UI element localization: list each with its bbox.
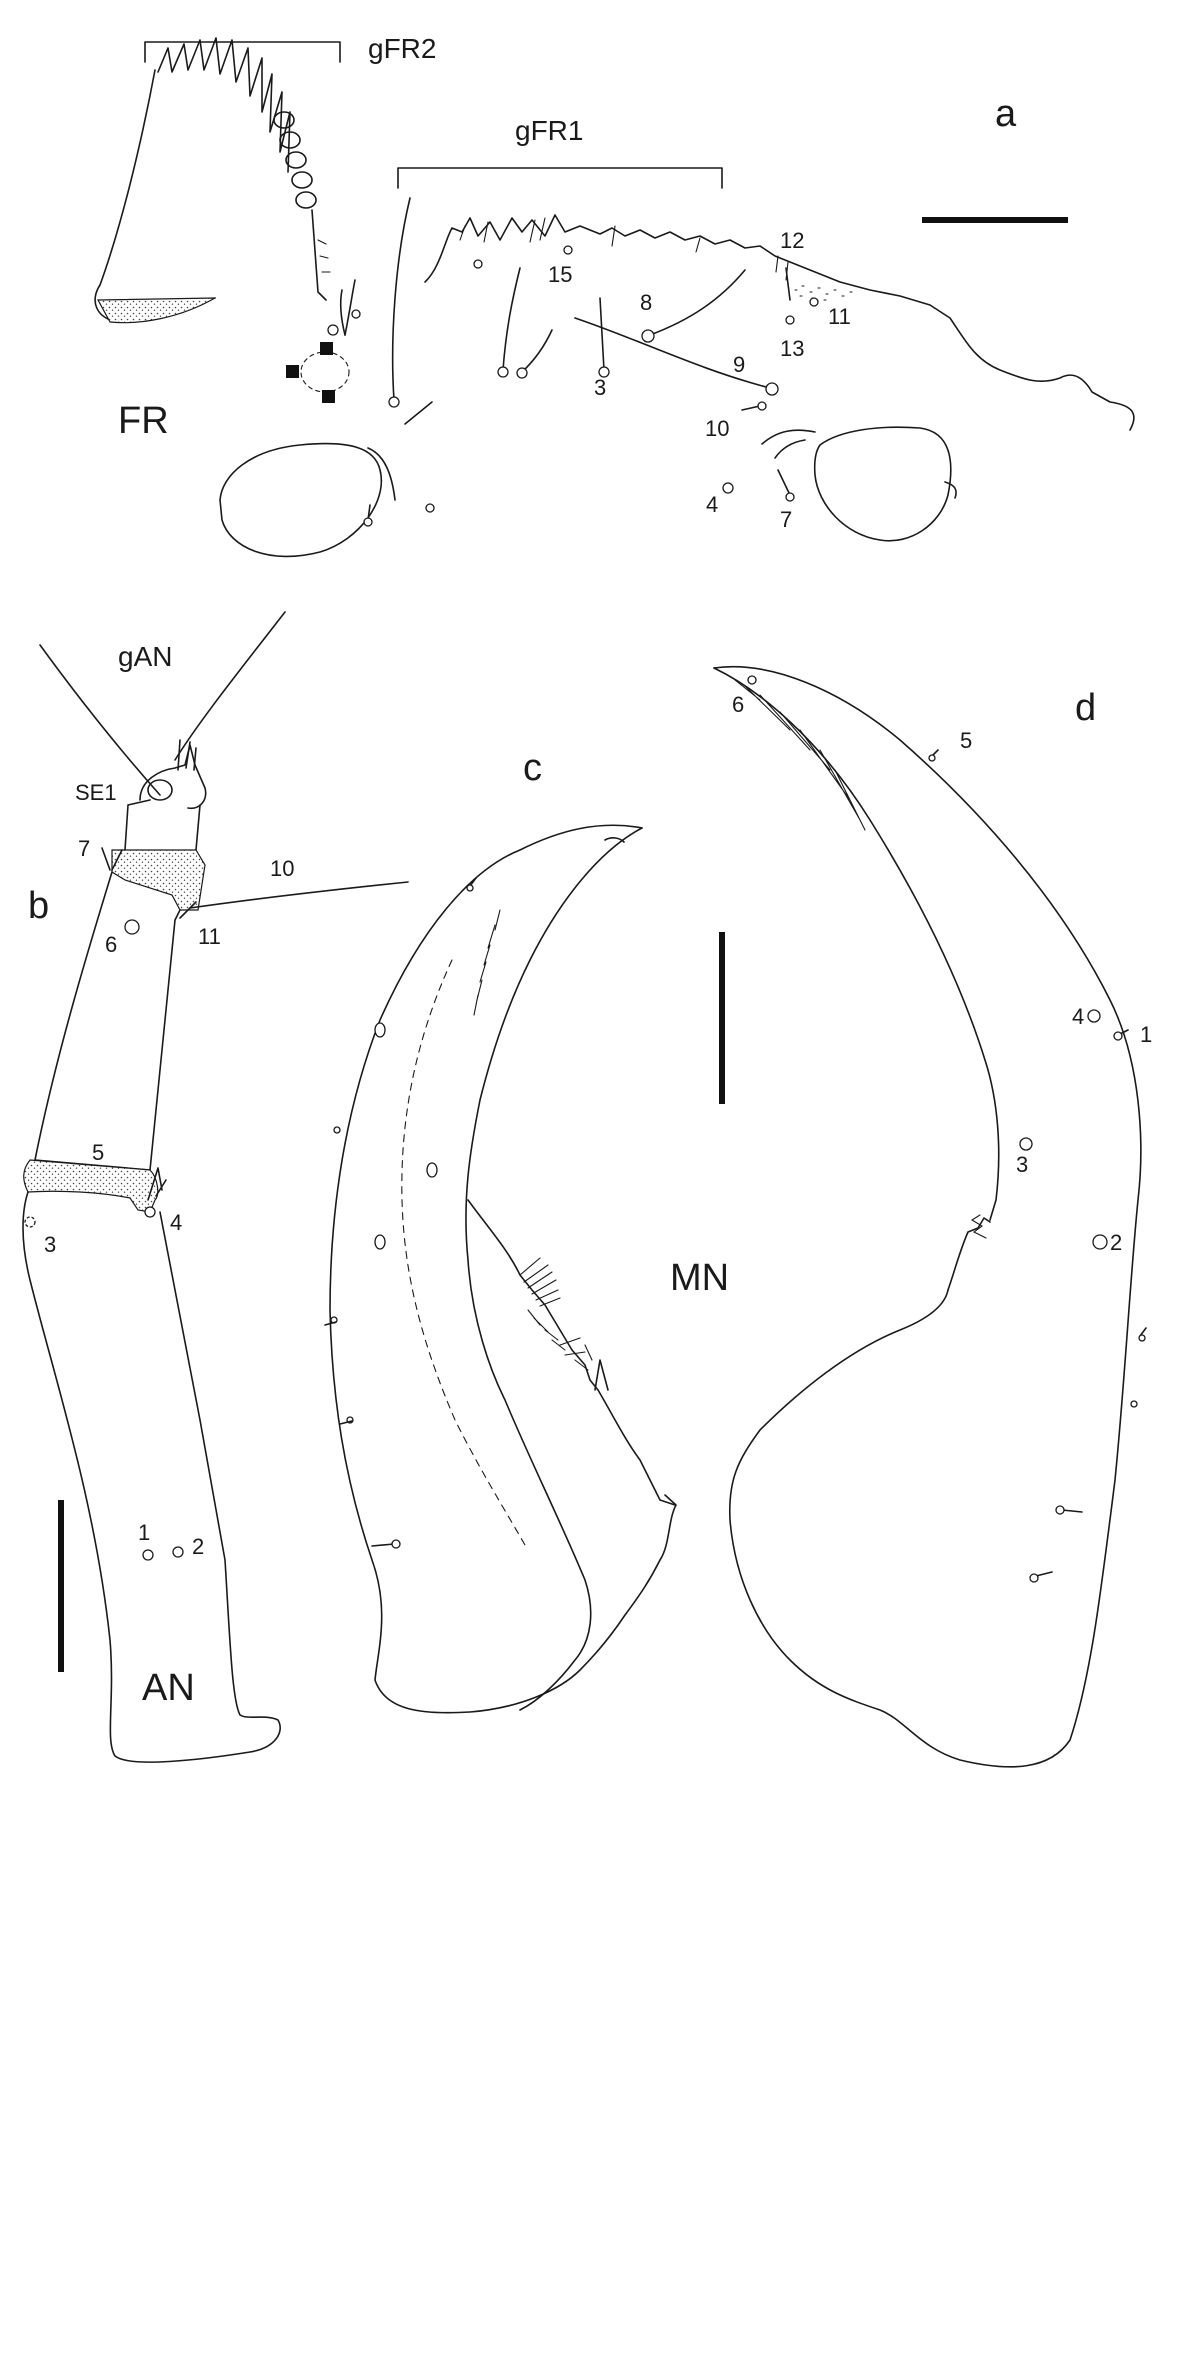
stippled-patch-left [96,297,216,324]
pore-13 [785,315,795,325]
label-fr: FR [118,400,169,442]
mandible-c-outline [329,824,677,1714]
label-a-seta-13: 13 [780,336,804,361]
label-a-seta-12: 12 [780,228,804,253]
label-a-seta-4: 4 [706,492,718,517]
mandible-d-incisor-hatch [734,679,866,831]
mandible-d-notch [970,1214,987,1239]
label-mn: MN [670,1257,729,1299]
mandible-c-seta-low [371,1543,395,1547]
label-gan: gAN [118,641,172,672]
label-b-seta-4: 4 [170,1210,182,1235]
pore-b-2 [172,1546,184,1558]
label-b-seta-11: 11 [198,924,221,949]
frons-margin [424,214,1135,431]
panel-a-frons: a gFR2 gFR1 FR 3 4 7 8 9 10 11 12 13 15 [94,33,1135,558]
label-se1: SE1 [75,780,117,805]
seta-12-line [785,267,791,301]
margin-spines [459,217,789,281]
pore-11 [809,297,819,307]
seta-long-left [391,197,411,401]
dot-cluster [794,285,853,301]
panel-c-letter: c [523,747,542,789]
seta-gan-right [174,611,286,761]
mandible-c-molar [467,1199,676,1506]
label-a-seta-7: 7 [780,507,792,532]
panel-b-antenna: b gAN SE1 AN 1 2 3 4 5 6 7 10 11 [22,611,409,1763]
label-a-seta-11: 11 [828,304,851,329]
label-d-seta-3: 3 [1016,1152,1028,1177]
label-gfr2: gFR2 [368,33,436,64]
pore-d-4 [1087,1009,1101,1023]
mandible-c-inner [465,827,643,1711]
label-d-seta-1: 1 [1140,1022,1152,1047]
mandible-c-bristles [519,1257,593,1371]
label-b-seta-3: 3 [44,1232,56,1257]
seta-9-line [574,317,771,389]
label-b-seta-5: 5 [92,1140,104,1165]
seta-7-line [777,469,791,496]
label-a-seta-8: 8 [640,290,652,315]
right-lobe-bottom [813,426,952,542]
label-gfr1: gFR1 [515,115,583,146]
panel-d-mandible: d MN 1 2 3 4 5 6 [670,665,1152,1768]
pore-15 [473,259,483,269]
pore-b-3 [24,1216,36,1228]
bracket-gfr1 [397,167,723,189]
label-b-seta-7: 7 [78,836,90,861]
pore-d-2 [1092,1234,1108,1250]
label-b-seta-2: 2 [192,1534,204,1559]
mandible-d-inner [713,667,1000,1221]
label-b-seta-6: 6 [105,932,117,957]
panel-b-letter: b [28,885,49,927]
label-d-seta-6: 6 [732,692,744,717]
label-an: AN [142,1667,195,1709]
label-b-seta-10: 10 [270,856,294,881]
panel-d-letter: d [1075,687,1096,729]
label-d-seta-4: 4 [1072,1004,1084,1029]
seta-b [521,329,553,373]
mandible-c-dashed [401,959,526,1546]
seta-gan-left [39,644,161,796]
pore-d-6 [747,675,757,685]
panel-a-letter: a [995,93,1017,135]
label-d-seta-5: 5 [960,728,972,753]
antenna-segment-2 [34,871,181,1171]
antenna-segment-1 [22,1191,281,1763]
seta-a [502,267,521,371]
label-a-seta-3: 3 [594,375,606,400]
label-b-seta-1: 1 [138,1520,150,1545]
label-d-seta-2: 2 [1110,1230,1122,1255]
seta-8-line [649,269,746,336]
panel-c-mandible: c [324,747,677,1714]
label-a-seta-10: 10 [705,416,729,441]
pore-d-3 [1019,1137,1033,1151]
joint-stipple-lower [23,1159,159,1213]
pore-b-6 [124,919,140,935]
label-a-seta-9: 9 [733,352,745,377]
frons-left-lobe [94,69,216,323]
pore-b-4 [144,1206,156,1218]
pore-4 [722,482,734,494]
seta-b-10 [189,881,409,909]
bracket-gfr2 [144,41,341,63]
left-lobe-bottom [219,442,383,558]
mandible-d-outline [713,665,1142,1768]
pore-b-1 [142,1549,154,1561]
joint-stipple-upper [111,849,206,911]
seta-b-7 [101,847,123,871]
comb-gfr2 [157,37,331,301]
mandible-c-incisor-hatch [473,909,501,1016]
seta-3-line [599,297,605,371]
alveolus-cluster [286,279,361,403]
label-a-seta-15: 15 [548,262,572,287]
seta-short-left [404,401,433,425]
seta-10-line [741,405,761,411]
